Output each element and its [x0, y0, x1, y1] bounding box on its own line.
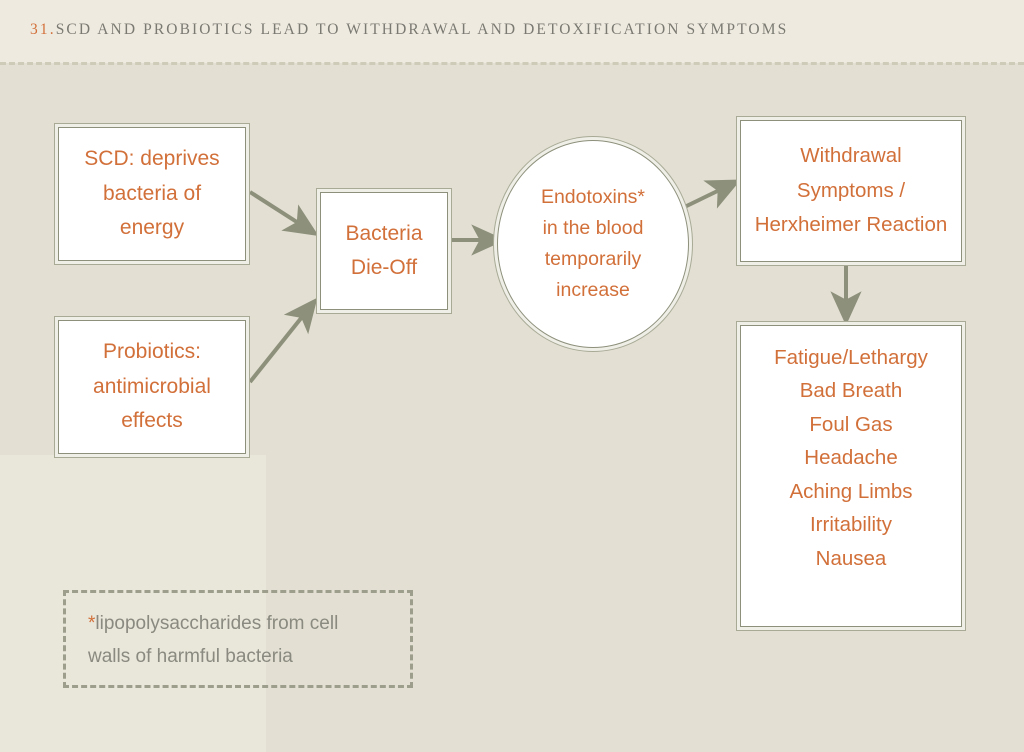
node-withdrawal-line-1: Withdrawal: [800, 144, 902, 168]
page-title-text: SCD AND PROBIOTICS LEAD TO WITHDRAWAL AN…: [55, 21, 789, 38]
node-dieoff-line-1: Bacteria: [345, 221, 423, 245]
symptom-item: Headache: [804, 446, 898, 470]
footnote-line-2: walls of harmful bacteria: [88, 646, 293, 667]
node-scd[interactable]: SCD: deprives bacteria of energy: [58, 127, 246, 261]
header-divider: [0, 62, 1024, 65]
page-title: 31.SCD AND PROBIOTICS LEAD TO WITHDRAWAL…: [30, 21, 788, 39]
node-probiotics-line-1: Probiotics:: [102, 340, 202, 364]
footnote-marker: *: [88, 613, 96, 634]
node-dieoff-line-2: Die-Off: [350, 256, 418, 279]
node-withdrawal-line-3: Herxheimer Reaction: [754, 213, 948, 237]
node-probiotics-line-2: antimicrobial: [93, 374, 211, 398]
node-symptom-list[interactable]: Fatigue/Lethargy Bad Breath Foul Gas Hea…: [740, 325, 962, 627]
node-endotoxins-line-2: in the blood: [542, 217, 644, 239]
node-scd-line-2: bacteria of: [102, 181, 202, 205]
symptom-item: Foul Gas: [809, 412, 893, 436]
footnote-box: *lipopolysaccharides from cell walls of …: [63, 590, 413, 688]
symptom-item: Aching Limbs: [789, 479, 913, 503]
footnote-line-1: *lipopolysaccharides from cell: [88, 607, 392, 640]
header-band: [0, 0, 1024, 63]
node-endotoxins-line-4: increase: [556, 279, 630, 301]
node-scd-line-3: energy: [119, 216, 185, 240]
node-probiotics-line-3: effects: [121, 409, 183, 433]
node-endotoxins-line-1: Endotoxins*: [540, 186, 646, 208]
node-withdrawal-line-2: Symptoms /: [796, 178, 906, 202]
node-endotoxins-line-3: temporarily: [544, 248, 642, 270]
node-endotoxins[interactable]: Endotoxins* in the blood temporarily inc…: [497, 140, 689, 348]
symptom-item: Irritability: [809, 513, 892, 537]
footnote-text-1: lipopolysaccharides from cell: [95, 613, 339, 634]
node-bacteria-die-off[interactable]: Bacteria Die-Off: [320, 192, 448, 310]
symptom-item: Fatigue/Lethargy: [774, 345, 928, 369]
symptom-item: Bad Breath: [799, 379, 903, 403]
node-probiotics[interactable]: Probiotics: antimicrobial effects: [58, 320, 246, 454]
node-scd-line-1: SCD: deprives: [84, 147, 220, 171]
symptom-item: Nausea: [815, 546, 887, 570]
node-withdrawal-symptoms[interactable]: Withdrawal Symptoms / Herxheimer Reactio…: [740, 120, 962, 262]
page-title-number: 31.: [30, 21, 56, 38]
background-patch: [0, 455, 266, 752]
